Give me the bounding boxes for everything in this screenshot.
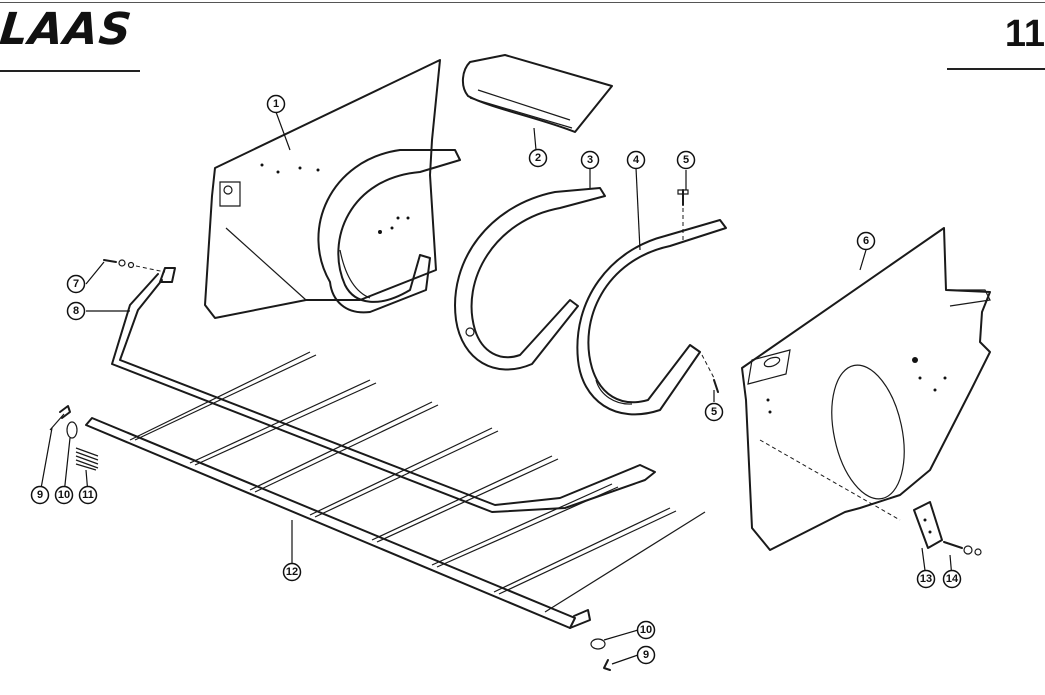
svg-text:2: 2 [535, 152, 541, 164]
svg-text:3: 3 [587, 154, 593, 166]
part-9-cotter-pin-left [49, 405, 71, 431]
svg-text:7: 7 [73, 278, 79, 290]
svg-text:4: 4 [633, 154, 640, 166]
callout-7: 7 [66, 274, 86, 294]
callout-3: 3 [580, 150, 600, 170]
top-border-line [0, 2, 1045, 3]
svg-text:9: 9 [37, 489, 43, 501]
part-1-left-side-panel [204, 59, 461, 319]
svg-text:8: 8 [73, 305, 79, 317]
part-5-bolt-top [677, 189, 689, 240]
part-10-washer-right [590, 638, 606, 650]
part-12-rake-frame [85, 351, 706, 629]
part-4-guide-strip [576, 219, 727, 416]
svg-text:9: 9 [643, 649, 649, 661]
part-13-bracket [913, 501, 943, 549]
callout-9-left: 9 [30, 485, 50, 505]
part-10-washer-left [66, 421, 78, 439]
callout-12: 12 [282, 562, 302, 582]
svg-text:1: 1 [273, 98, 279, 110]
callout-5-bottom: 5 [704, 402, 724, 422]
part-3-guide-strip [454, 187, 606, 371]
header-rule-left [0, 70, 140, 72]
svg-text:6: 6 [863, 235, 869, 247]
svg-text:10: 10 [640, 624, 652, 636]
part-6-right-side-panel [741, 227, 991, 551]
callout-6: 6 [856, 231, 876, 251]
svg-text:10: 10 [58, 489, 70, 501]
callout-2: 2 [528, 148, 548, 168]
page-number: 11 [1004, 13, 1045, 55]
svg-text:11: 11 [82, 489, 94, 501]
callout-11: 11 [78, 485, 98, 505]
callout-8: 8 [66, 301, 86, 321]
callout-10-right: 10 [636, 620, 656, 640]
part-7-bolt [103, 259, 166, 273]
callout-1: 1 [266, 94, 286, 114]
part-14-bolt [943, 541, 982, 556]
callout-4: 4 [626, 150, 646, 170]
part-11-spring [75, 447, 99, 471]
callout-10-left: 10 [54, 485, 74, 505]
header-rule-right [947, 68, 1045, 70]
callout-13: 13 [916, 569, 936, 589]
part-2-cover-plate [462, 54, 613, 133]
part-5-bolt-bottom [701, 354, 719, 393]
callout-14: 14 [942, 569, 962, 589]
callout-9-right: 9 [636, 645, 656, 665]
part-8-rod [111, 267, 656, 513]
svg-text:5: 5 [683, 154, 689, 166]
svg-text:12: 12 [286, 566, 298, 578]
callout-5-top: 5 [676, 150, 696, 170]
part-9-cotter-pin-right [603, 659, 611, 671]
svg-text:14: 14 [946, 573, 959, 585]
svg-text:13: 13 [920, 573, 932, 585]
svg-text:5: 5 [711, 406, 717, 418]
